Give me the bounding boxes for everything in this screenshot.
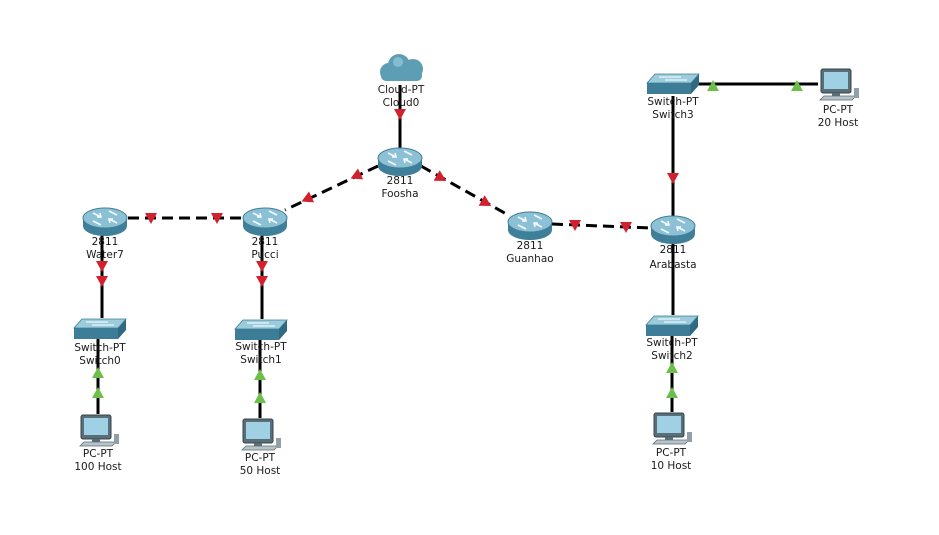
router-icon[interactable] [377,147,423,176]
device-name-label: Water7 [86,249,124,261]
device-model-label: PC-PT [656,447,687,459]
link-up-indicator [666,362,678,373]
pc-icon[interactable] [79,414,119,447]
serial-cable[interactable] [551,222,652,230]
router-icon[interactable] [650,215,696,244]
link-up-indicator [707,80,719,91]
link-switch3-pc20[interactable] [696,80,818,91]
device-name-label: 50 Host [240,465,281,477]
link-down-indicator [433,170,447,181]
link-pucci-switch1[interactable] [256,234,268,319]
switch-icon[interactable] [646,73,700,94]
serial-cable[interactable] [284,164,379,212]
router-icon[interactable] [507,211,553,240]
device-name-label: Switch0 [79,355,120,367]
link-up-indicator [92,387,104,398]
link-switch1-pc50[interactable] [254,340,266,418]
device-name-label: 20 Host [818,117,859,129]
link-switch3-arabasta[interactable] [667,96,679,216]
switch-icon[interactable] [234,319,288,340]
device-name-label: Arabasta [649,259,696,271]
link-switch0-pc100[interactable] [92,338,104,414]
link-down-indicator [667,173,679,184]
device-model-label: Switch-PT [646,337,698,349]
link-water7-switch0[interactable] [96,234,108,318]
pc-icon[interactable] [819,68,859,101]
device-name-label: Guanhao [506,253,553,265]
link-down-indicator [211,213,223,224]
pc-icon[interactable] [652,412,692,445]
link-switch2-pc10[interactable] [666,336,678,412]
device-model-label: PC-PT [245,452,276,464]
device-name-label: Switch3 [652,109,693,121]
cloud-icon[interactable] [380,54,423,81]
pc-icon[interactable] [241,418,281,451]
device-model-label: 2811 [387,175,414,187]
link-up-indicator [92,367,104,378]
device-name-label: Switch1 [240,354,281,366]
device-model-label: 2811 [517,240,544,252]
link-down-indicator [569,220,581,231]
device-model-label: Cloud-PT [378,84,425,96]
link-cloud0-foosha[interactable] [394,85,406,148]
link-down-indicator [96,261,108,272]
device-model-label: 2811 [92,236,119,248]
link-foosha-guanhao[interactable] [420,164,511,218]
router-icon[interactable] [242,207,288,236]
link-down-indicator [145,213,157,224]
link-water7-pucci[interactable] [128,213,244,224]
link-down-indicator [620,222,632,233]
devices-layer: Cloud-PTCloud02811Foosha2811Water72811Pu… [73,54,859,477]
link-down-indicator [350,168,364,180]
device-model-label: 2811 [660,244,687,256]
switch-icon[interactable] [73,318,127,339]
device-model-label: Switch-PT [647,96,699,108]
link-down-indicator [394,109,406,120]
links-layer [92,80,818,418]
device-model-label: PC-PT [823,104,854,116]
device-model-label: PC-PT [83,448,114,460]
switch-icon[interactable] [645,315,699,336]
link-up-indicator [254,369,266,380]
link-guanhao-arabasta[interactable] [551,220,652,233]
router-icon[interactable] [82,207,128,236]
link-down-indicator [256,261,268,272]
device-name-label: Foosha [381,188,418,200]
device-name-label: 10 Host [651,460,692,472]
device-name-label: Pucci [251,249,278,261]
device-name-label: 100 Host [74,461,121,473]
link-down-indicator [301,191,315,203]
link-down-indicator [96,276,108,287]
device-model-label: Switch-PT [74,342,126,354]
serial-cable[interactable] [420,164,511,218]
link-up-indicator [791,80,803,91]
link-up-indicator [254,392,266,403]
link-down-indicator [256,276,268,287]
link-foosha-pucci[interactable] [284,164,379,212]
link-up-indicator [666,387,678,398]
device-name-label: Cloud0 [383,97,420,109]
device-name-label: Switch2 [651,350,692,362]
device-model-label: Switch-PT [235,341,287,353]
link-down-indicator [478,195,492,206]
device-model-label: 2811 [252,236,279,248]
